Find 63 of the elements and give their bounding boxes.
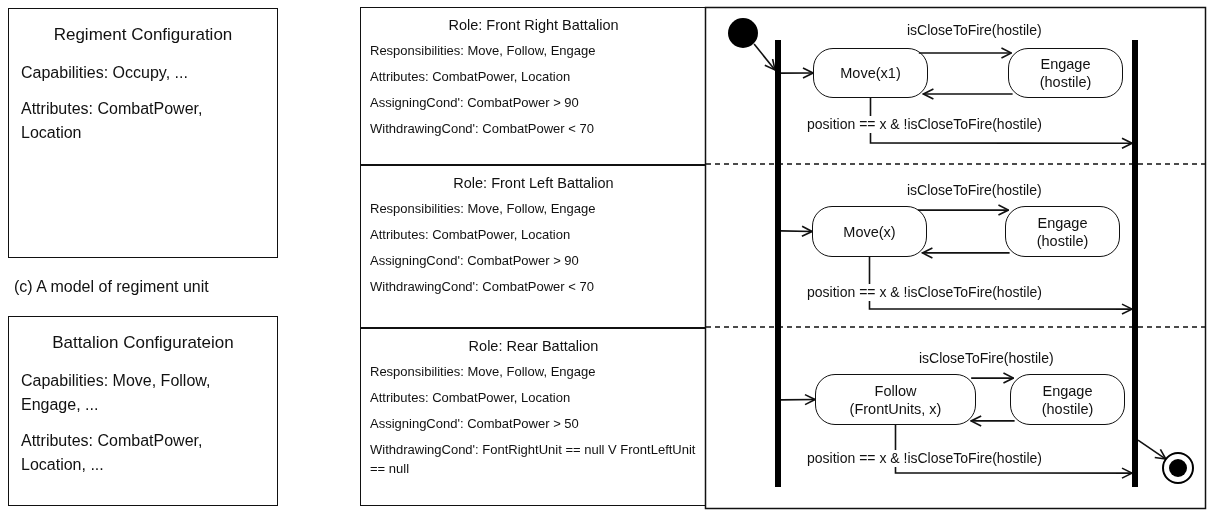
property-text: Attributes: CombatPower, Location [370, 68, 572, 86]
action-label: Engage (hostile) [1040, 381, 1095, 418]
arrow [780, 67, 814, 79]
edge-label: isCloseToFire(hostile) [906, 182, 1043, 199]
synchronization-bar [1132, 40, 1138, 487]
arrow [922, 88, 1014, 100]
property-text: Responsibilities: Move, Follow, Engage [370, 42, 597, 60]
action-node [1005, 206, 1120, 257]
box-heading: Role: Front Left Battalion [452, 174, 615, 193]
property-text: Attributes: CombatPower, Location [21, 99, 204, 143]
property-text: Responsibilities: Move, Follow, Engage [370, 363, 597, 381]
property-text: Capabilities: Occupy, ... [21, 63, 189, 83]
action-node [812, 206, 927, 257]
arrow [970, 415, 1016, 427]
edge-label: isCloseToFire(hostile) [906, 22, 1043, 39]
arrow [869, 97, 1133, 150]
property-text: Responsibilities: Move, Follow, Engage [370, 200, 597, 218]
property-text: WithdrawingCond': CombatPower < 70 [370, 278, 595, 296]
configuration-box [8, 8, 278, 258]
property-text: AssigningCond': CombatPower > 90 [370, 94, 580, 112]
edge-label: position == x & !isCloseToFire(hostile) [806, 116, 1043, 133]
action-label: Move(x1) [840, 64, 901, 82]
box-heading: Role: Front Right Battalion [447, 16, 620, 35]
configuration-box [8, 316, 278, 506]
arrow [753, 43, 776, 71]
arrow [780, 393, 816, 406]
action-node [1010, 374, 1125, 425]
action-node [813, 48, 928, 98]
final-node [1162, 452, 1194, 484]
box-heading: Regiment Configuration [52, 24, 234, 46]
action-node [1008, 48, 1123, 98]
property-text: Attributes: CombatPower, Location [370, 226, 572, 244]
arrow [868, 256, 1133, 315]
property-text: AssigningCond': CombatPower > 90 [370, 252, 580, 270]
action-label: Move(x) [843, 222, 896, 241]
edge-label: position == x & !isCloseToFire(hostile) [806, 284, 1043, 301]
arrow [918, 47, 1013, 59]
action-label: Engage (hostile) [1038, 55, 1093, 91]
arrow [894, 424, 1133, 479]
arrow [780, 225, 813, 238]
role-box [360, 7, 706, 165]
property-text: WithdrawingCond': CombatPower < 70 [370, 120, 595, 138]
edge-label: position == x & !isCloseToFire(hostile) [806, 450, 1043, 467]
synchronization-bar [775, 40, 781, 487]
arrow [970, 372, 1015, 384]
property-text: Attributes: CombatPower, Location, ... [21, 431, 204, 475]
property-text: WithdrawingCond': FontRightUnit == null V FrontLeftUnit == null [370, 441, 697, 478]
edge-label: isCloseToFire(hostile) [918, 350, 1055, 367]
initial-node [728, 18, 758, 48]
property-text: Attributes: CombatPower, Location [370, 389, 572, 407]
node-label: (c) A model of regiment unit [14, 278, 209, 296]
action-label: Follow (FrontUnits, x) [848, 381, 943, 418]
action-label: Engage (hostile) [1035, 213, 1090, 250]
role-box [360, 328, 706, 506]
arrow [1137, 439, 1167, 460]
property-text: AssigningCond': CombatPower > 50 [370, 415, 580, 433]
box-heading: Role: Rear Battalion [467, 337, 600, 356]
property-text: Capabilities: Move, Follow, Engage, ... [21, 371, 212, 415]
arrow [917, 204, 1010, 216]
action-node [815, 374, 976, 425]
arrow [921, 247, 1011, 259]
box-heading: Battalion Configurateion [51, 332, 235, 354]
role-box [360, 165, 706, 328]
